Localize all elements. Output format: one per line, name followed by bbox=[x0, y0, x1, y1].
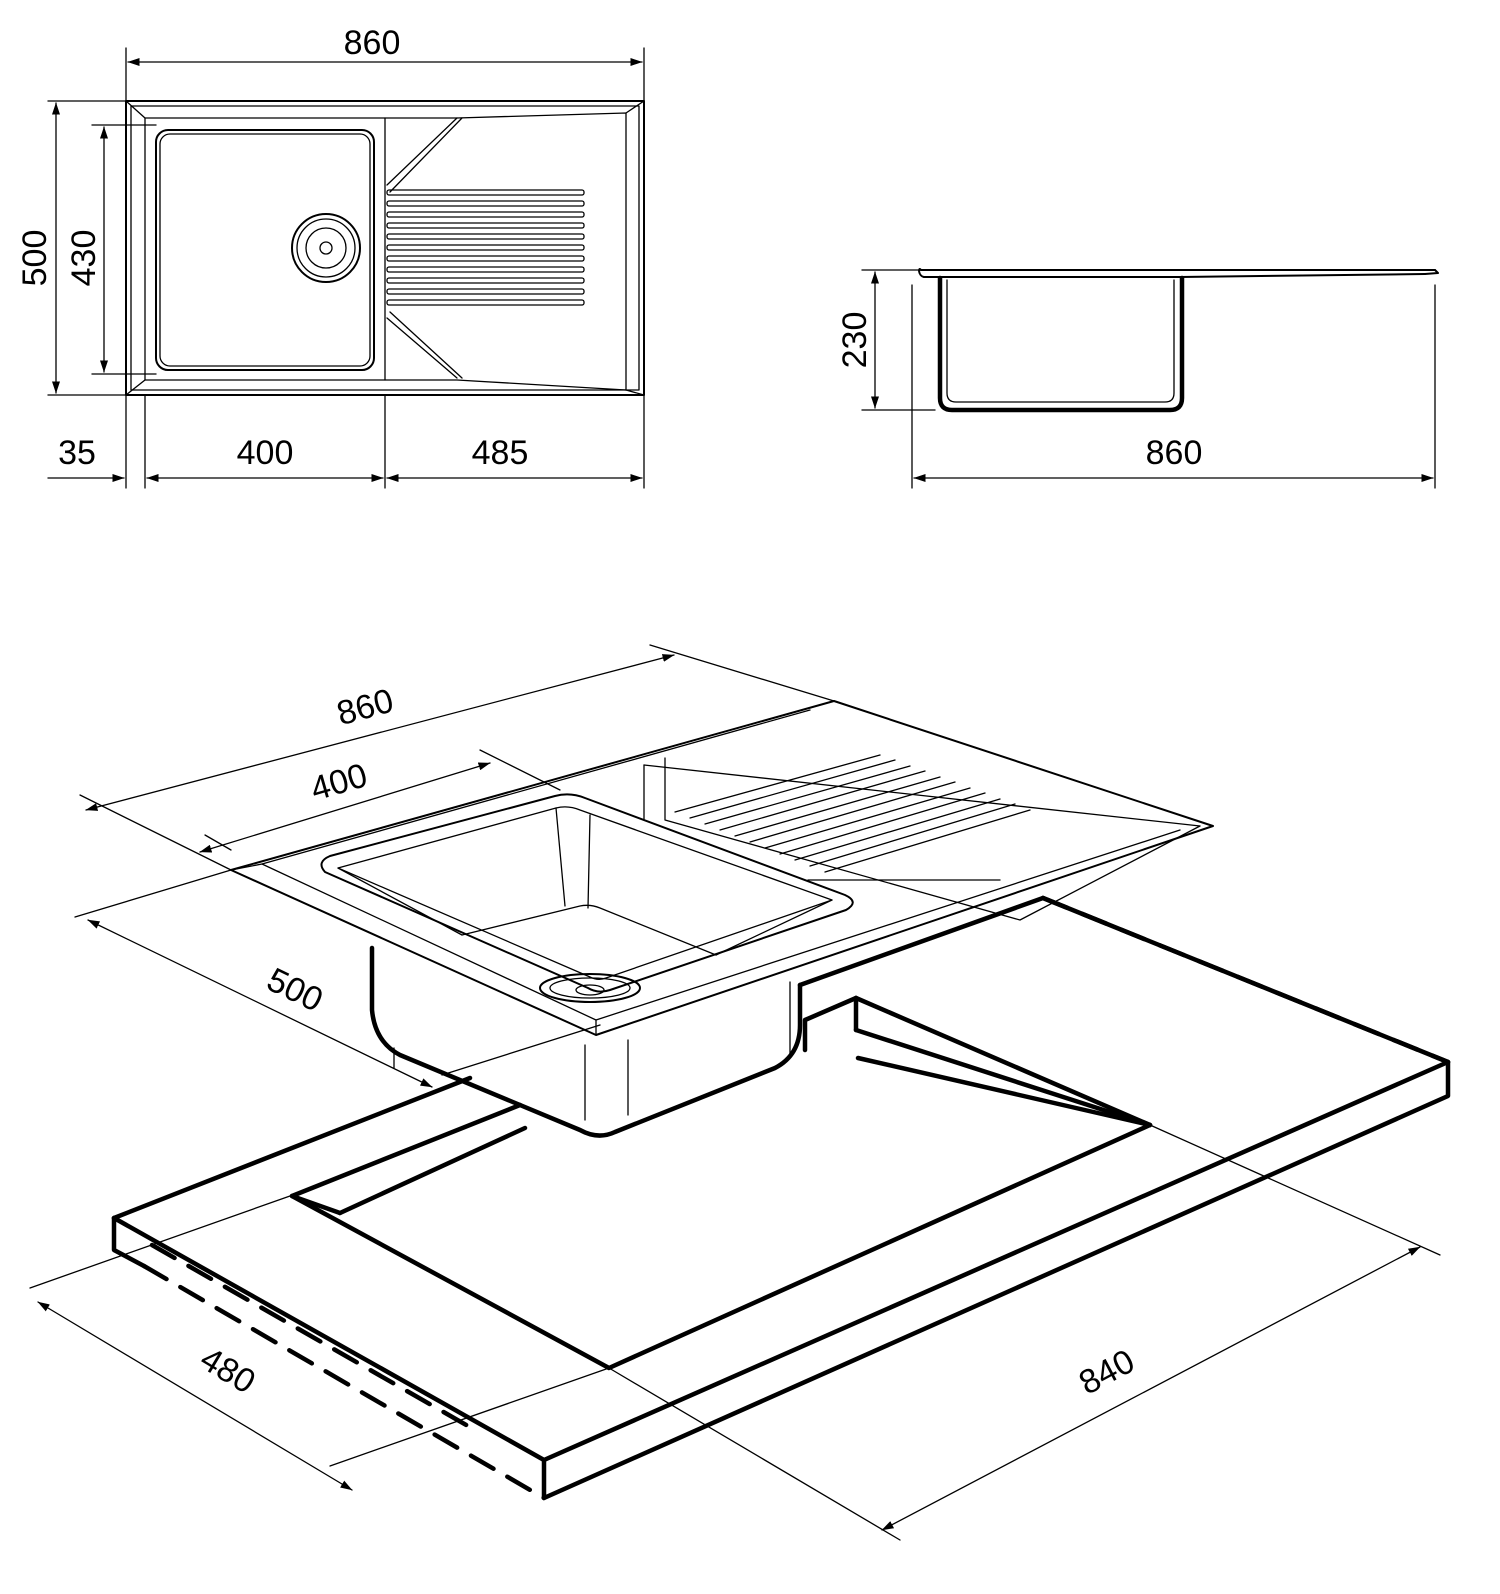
iso-dim-line-500 bbox=[87, 919, 433, 1088]
iso-width-label: 860 bbox=[333, 682, 398, 733]
iso-drainer-ribs bbox=[674, 754, 1031, 873]
top-depth-label: 500 bbox=[16, 230, 54, 287]
drainer-ribs bbox=[386, 189, 585, 306]
iso-dim-line-840 bbox=[881, 1246, 1421, 1531]
iso-cutout-width-label: 840 bbox=[1073, 1342, 1141, 1402]
side-height-label: 230 bbox=[836, 312, 874, 369]
iso-sink-deck bbox=[230, 700, 1214, 1036]
top-bowl bbox=[155, 129, 375, 371]
iso-drain-icon bbox=[539, 973, 641, 1003]
iso-depth-label: 500 bbox=[261, 961, 329, 1020]
top-width-label: 860 bbox=[344, 24, 401, 62]
side-view: 230 860 bbox=[836, 268, 1439, 489]
bowl-depth-label: 430 bbox=[65, 230, 103, 287]
side-width-label: 860 bbox=[1146, 434, 1203, 472]
drain-icon bbox=[291, 213, 361, 283]
iso-bowl-width-label: 400 bbox=[306, 756, 371, 808]
iso-dim-line-860 bbox=[85, 654, 675, 811]
iso-cutout-depth-label: 480 bbox=[194, 1340, 262, 1402]
iso-dim-line-400 bbox=[199, 762, 491, 853]
top-view: 860 500 430 35 400 485 bbox=[16, 24, 645, 489]
side-bowl-outline bbox=[937, 275, 1185, 413]
drainer-width-label: 485 bbox=[472, 434, 529, 472]
iso-sink bbox=[230, 700, 1214, 1138]
margin-left-label: 35 bbox=[58, 434, 96, 472]
iso-view: 860 400 500 480 840 bbox=[29, 644, 1451, 1541]
bowl-width-label: 400 bbox=[237, 434, 294, 472]
iso-dim-line-480 bbox=[37, 1301, 353, 1491]
countertop-cutout bbox=[289, 1055, 1153, 1371]
